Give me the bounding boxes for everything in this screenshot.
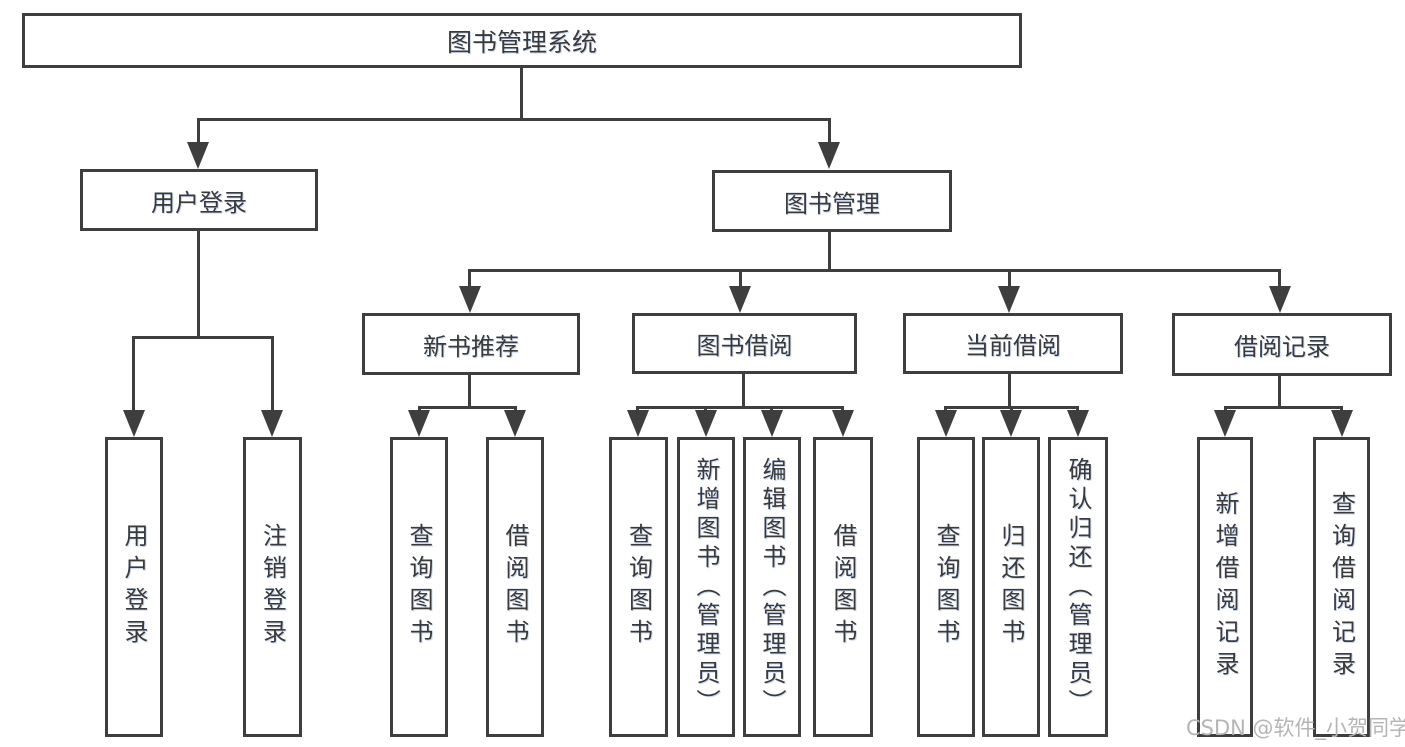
arrow-down-icon — [1067, 410, 1089, 437]
arrow-down-icon — [459, 286, 481, 313]
connector-line — [1224, 406, 1343, 409]
leaf-logout: 注销登录 — [243, 437, 302, 737]
connector-line — [828, 118, 831, 148]
connector-line — [197, 118, 831, 121]
connector-line — [1278, 376, 1281, 408]
node-current-borrowing: 当前借阅 — [903, 313, 1123, 374]
arrow-down-icon — [935, 410, 957, 437]
arrow-down-icon — [695, 410, 717, 437]
leaf-return-books: 归还图书 — [982, 437, 1040, 737]
connector-line — [197, 231, 200, 338]
connector-line — [1008, 374, 1011, 408]
connector-line — [468, 375, 471, 408]
connector-line — [520, 68, 523, 120]
leaf-query-books-current: 查询图书 — [917, 437, 975, 737]
connector-line — [828, 232, 831, 272]
node-root: 图书管理系统 — [22, 13, 1022, 68]
leaf-query-books-borrow: 查询图书 — [609, 437, 668, 737]
leaf-add-books-admin: 新增图书（管理员） — [677, 437, 735, 737]
leaf-borrow-books-borrow: 借阅图书 — [813, 437, 873, 737]
arrow-down-icon — [187, 142, 209, 169]
connector-line — [636, 406, 844, 409]
arrow-down-icon — [818, 142, 840, 169]
arrow-down-icon — [1000, 410, 1022, 437]
leaf-edit-books-admin: 编辑图书（管理员） — [743, 437, 801, 737]
connector-line — [1008, 269, 1011, 291]
arrow-down-icon — [1214, 410, 1236, 437]
watermark: CSDN @软件_小贺同学 — [1186, 716, 1405, 740]
connector-line — [418, 406, 517, 409]
node-book-borrowing: 图书借阅 — [632, 313, 857, 374]
connector-line — [132, 336, 135, 414]
arrow-down-icon — [1331, 410, 1353, 437]
arrow-down-icon — [123, 410, 145, 437]
arrow-down-icon — [261, 410, 283, 437]
node-new-book-recommend: 新书推荐 — [362, 313, 580, 375]
connector-line — [742, 374, 745, 408]
connector-line — [132, 336, 274, 339]
arrow-down-icon — [1269, 286, 1291, 313]
connector-line — [271, 336, 274, 414]
connector-line — [739, 269, 742, 291]
arrow-down-icon — [504, 410, 526, 437]
node-user-login: 用户登录 — [80, 169, 318, 231]
arrow-down-icon — [761, 410, 783, 437]
connector-line — [197, 118, 200, 148]
arrow-down-icon — [998, 286, 1020, 313]
leaf-confirm-return-admin: 确认归还（管理员） — [1048, 437, 1108, 737]
node-borrowing-records: 借阅记录 — [1172, 313, 1392, 376]
connector-line — [468, 269, 471, 291]
node-book-management: 图书管理 — [712, 170, 952, 232]
leaf-query-borrow-record: 查询借阅记录 — [1313, 437, 1370, 737]
leaf-borrow-books-recommend: 借阅图书 — [486, 437, 544, 737]
leaf-query-books-recommend: 查询图书 — [390, 437, 448, 737]
connector-line — [468, 269, 1281, 272]
arrow-down-icon — [627, 410, 649, 437]
arrow-down-icon — [408, 410, 430, 437]
leaf-add-borrow-record: 新增借阅记录 — [1197, 437, 1253, 737]
arrow-down-icon — [729, 286, 751, 313]
connector-line — [1278, 269, 1281, 291]
leaf-user-login: 用户登录 — [105, 437, 163, 737]
arrow-down-icon — [832, 410, 854, 437]
